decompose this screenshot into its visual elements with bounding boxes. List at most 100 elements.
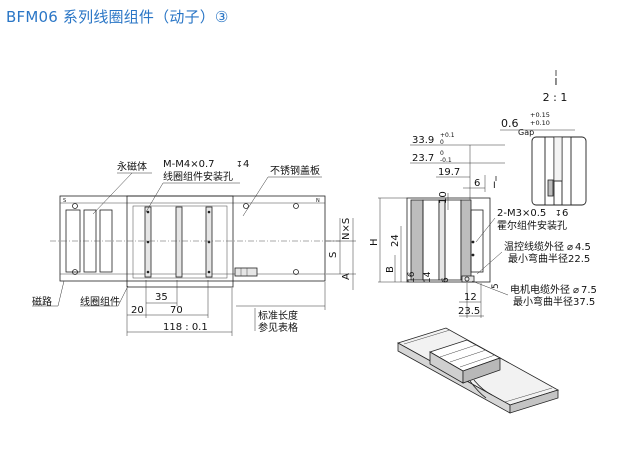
detail-scale: 2 : 1 — [543, 91, 568, 104]
side-coil-body — [470, 209, 484, 273]
track-hole — [243, 203, 249, 209]
diameter-symbol: ⌀ — [573, 285, 579, 296]
dim-s: S — [328, 252, 339, 258]
front-mark-n: N — [316, 198, 320, 204]
dim-118: 118 : 0.1 — [163, 322, 208, 333]
dim-h: H — [369, 238, 380, 246]
dim-a: A — [341, 273, 352, 280]
dim-23-5: 23.5 — [458, 306, 480, 317]
dim-24: 24 — [390, 234, 401, 247]
iso-cable — [473, 379, 493, 396]
leader-motor-cable — [471, 280, 509, 296]
detail-magnet — [547, 179, 554, 197]
dim-5: 5 — [491, 283, 501, 289]
gap-tol-lower: +0.10 — [530, 119, 550, 127]
label-cover: 不锈钢盖板 — [270, 164, 320, 177]
iso-coil-slot — [459, 354, 496, 368]
tol-33-9-lower: 0 — [440, 139, 444, 146]
iso-coil-side — [462, 357, 501, 384]
dim-19-7: 19.7 — [438, 167, 460, 178]
hall-desc: 霍尔组件安装孔 — [497, 219, 567, 232]
detail-mark: I — [555, 77, 558, 88]
side-coil — [438, 199, 446, 281]
hall-depth: 6 — [562, 208, 568, 219]
coil-hole — [207, 210, 211, 214]
leader-hole — [145, 182, 164, 213]
temp-bend: 最小弯曲半径22.5 — [508, 252, 590, 265]
coil-hole — [207, 270, 211, 274]
detail-coil — [553, 136, 563, 182]
leader-coil — [117, 285, 129, 307]
temp-cable: 温控线缆外径 — [504, 240, 564, 253]
section-mark: I — [493, 181, 496, 191]
side-magnet-right — [460, 199, 472, 281]
cable-plug — [461, 275, 475, 283]
dim-16: 16 — [407, 271, 417, 283]
cable-exit — [234, 267, 258, 277]
dim-6-low: 6 — [441, 277, 451, 283]
tol-23-7-lower: -0.1 — [440, 157, 452, 164]
dim-20: 20 — [131, 305, 144, 316]
side-magnet-left — [410, 199, 424, 281]
hall-spec: 2-M3×0.5 — [497, 208, 546, 219]
hall-hole — [471, 240, 475, 244]
label-coil: 线圈组件 — [80, 295, 120, 308]
dim-6-top: 6 — [474, 178, 480, 189]
iso-coil-slot — [449, 349, 487, 363]
tol-33-9-upper: +0.1 — [440, 132, 455, 139]
dim-12: 12 — [464, 292, 477, 303]
leader-temp-cable — [476, 251, 503, 275]
coil-assembly — [126, 195, 234, 288]
tol-23-7-upper: 0 — [440, 150, 444, 157]
side-core-left — [422, 199, 440, 281]
iso-groove — [403, 329, 451, 345]
cable-end — [464, 276, 470, 282]
depth-symbol: ↧ — [236, 160, 243, 169]
motor-cable: 电机电缆外径 — [510, 283, 570, 296]
front-view: S N 永磁体 M-M4×0.7 ↧ 4 线圈组 — [32, 159, 356, 336]
diameter-symbol: ⌀ — [567, 242, 573, 253]
label-hole-depth: 4 — [243, 159, 249, 170]
dim-23-7: 23.7 — [412, 153, 434, 164]
leader-track — [57, 280, 65, 307]
dim-b: B — [385, 266, 396, 273]
hall-hole — [471, 253, 475, 257]
track-hole — [293, 269, 299, 275]
gap-label: Gap — [518, 128, 534, 137]
std-length-1: 标准长度 — [258, 309, 298, 322]
iso-cable — [469, 380, 487, 399]
track-hole — [293, 203, 299, 209]
coil-hole — [207, 240, 211, 244]
motor-cable-d: 7.5 — [581, 285, 597, 296]
dim-35: 35 — [155, 292, 168, 303]
leader-cover — [242, 176, 269, 217]
temp-cable-d: 4.5 — [575, 242, 591, 253]
isometric-view — [396, 327, 560, 414]
dim-14: 14 — [423, 271, 433, 283]
coil-plate — [132, 205, 228, 279]
label-magnet: 永磁体 — [117, 160, 147, 173]
dim-10: 10 — [438, 191, 449, 204]
iso-groove — [504, 387, 553, 403]
coil-hole — [146, 270, 150, 274]
std-length-2: 参见表格 — [258, 321, 298, 334]
gap-tol-upper: +0.15 — [530, 111, 550, 119]
side-core-right — [444, 199, 462, 281]
label-hole-desc: 线圈组件安装孔 — [163, 170, 233, 183]
leader-hall — [475, 217, 496, 243]
leader-magnet — [92, 172, 133, 215]
page-title: BFM06 系列线圈组件（动子）③ — [6, 8, 229, 26]
side-view: 33.9 +0.1 0 23.7 0 -0.1 19.7 6 I H 10 — [369, 132, 597, 318]
label-track: 磁路 — [32, 295, 52, 308]
coil-hole — [146, 210, 150, 214]
dim-33-9: 33.9 — [412, 135, 434, 146]
dim-ns: N×S — [341, 218, 352, 240]
dim-70: 70 — [170, 305, 183, 316]
coil-hole — [146, 240, 150, 244]
track-hole — [72, 203, 78, 209]
gap-value: 0.6 — [501, 117, 519, 130]
coil-slot — [175, 206, 183, 278]
front-mark-s: S — [63, 198, 66, 204]
motor-bend: 最小弯曲半径37.5 — [513, 295, 595, 308]
